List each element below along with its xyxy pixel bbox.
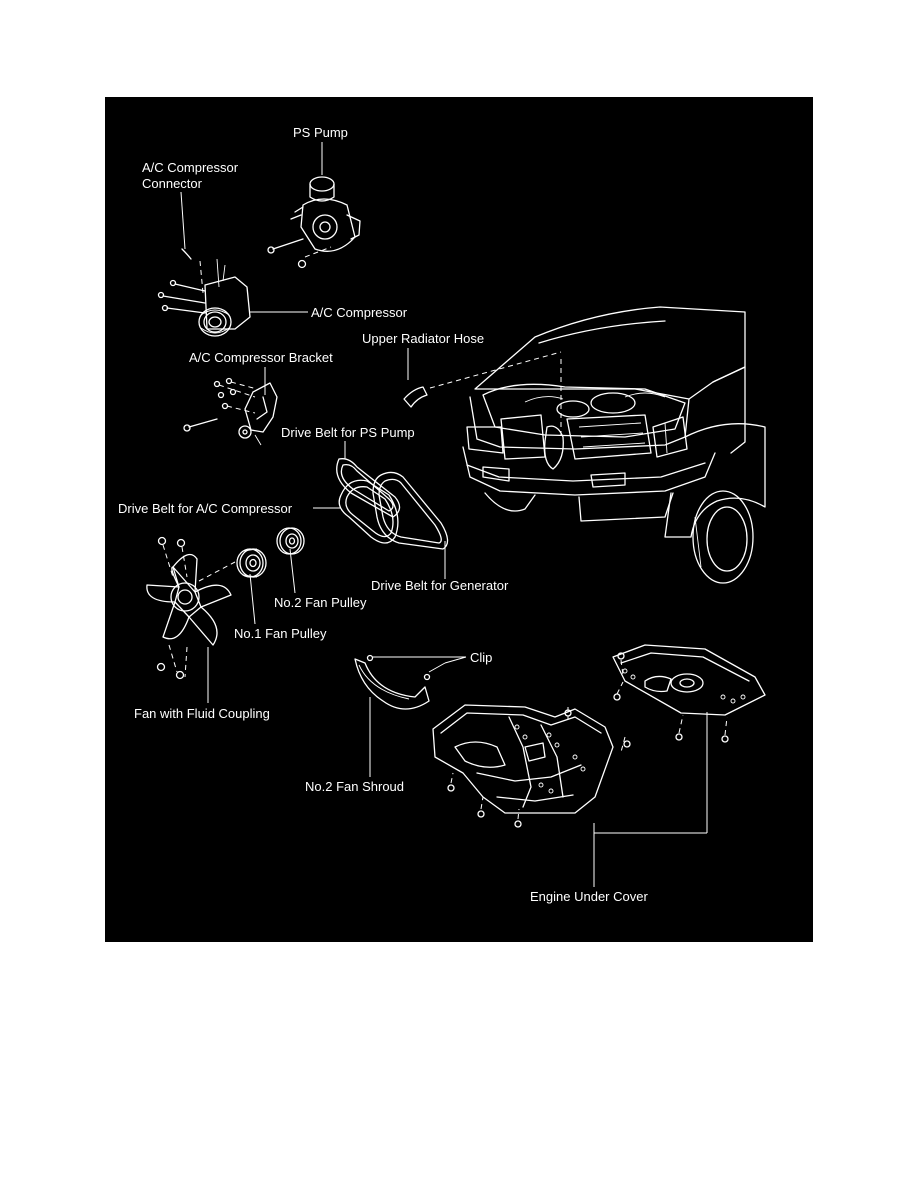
label-drive-belt-ps-pump: Drive Belt for PS Pump	[281, 425, 415, 440]
label-fan-with-fluid-coupling: Fan with Fluid Coupling	[134, 706, 270, 721]
label-ac-compressor: A/C Compressor	[311, 305, 408, 320]
ac-compressor-part	[157, 264, 251, 337]
exploded-parts-diagram: PS Pump A/C Compressor Connector A/C Com…	[105, 97, 813, 942]
label-no2-fan-pulley: No.2 Fan Pulley	[274, 595, 367, 610]
label-no2-fan-shroud: No.2 Fan Shroud	[305, 779, 404, 794]
ac-compressor-bracket-part	[183, 377, 278, 446]
label-drive-belt-generator: Drive Belt for Generator	[371, 578, 509, 593]
engine-under-cover-part	[432, 644, 766, 828]
label-clip: Clip	[470, 650, 492, 665]
drive-belts-part	[336, 458, 449, 550]
label-ac-compressor-connector-line1: A/C Compressor	[142, 160, 239, 175]
label-ps-pump: PS Pump	[293, 125, 348, 140]
vehicle-front-part	[462, 306, 766, 584]
upper-radiator-hose-part	[403, 351, 562, 408]
label-engine-under-cover: Engine Under Cover	[530, 889, 648, 904]
ps-pump-part	[267, 176, 361, 269]
label-no1-fan-pulley: No.1 Fan Pulley	[234, 626, 327, 641]
diagram-drawing: PS Pump A/C Compressor Connector A/C Com…	[118, 125, 766, 904]
leader-lines	[180, 142, 708, 887]
label-drive-belt-ac-compressor: Drive Belt for A/C Compressor	[118, 501, 293, 516]
fan-pulleys-part	[236, 527, 305, 578]
ac-compressor-connector-part	[181, 248, 220, 294]
fan-with-fluid-coupling-part	[146, 536, 236, 680]
label-ac-compressor-connector-line2: Connector	[142, 176, 203, 191]
fan-shroud-part	[354, 654, 431, 710]
label-ac-compressor-bracket: A/C Compressor Bracket	[189, 350, 333, 365]
label-upper-radiator-hose: Upper Radiator Hose	[362, 331, 484, 346]
